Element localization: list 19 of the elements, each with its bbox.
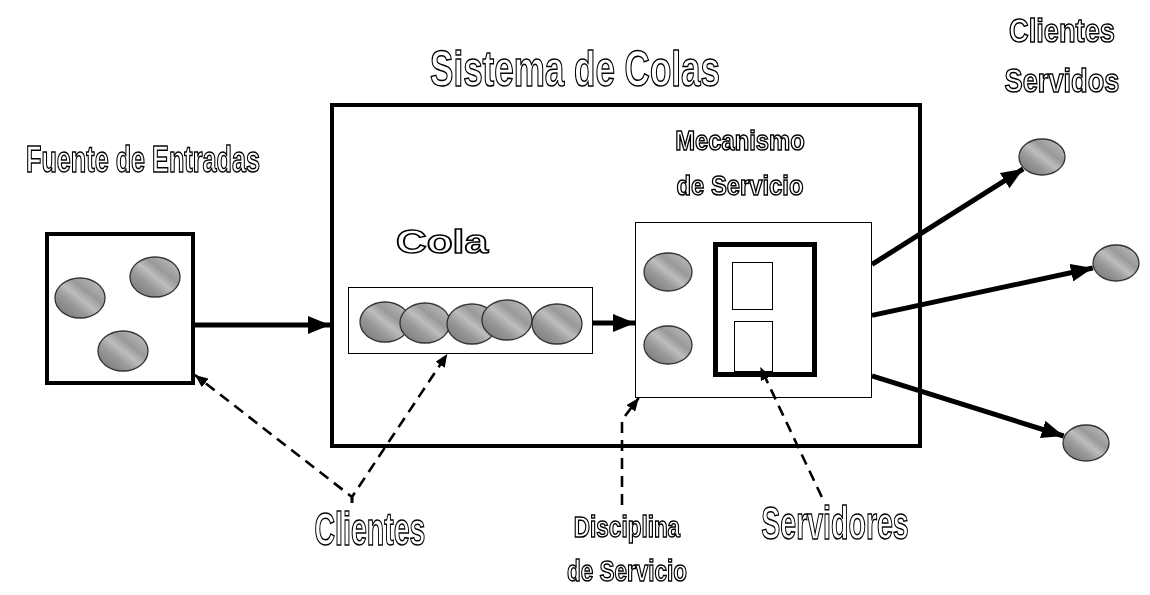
server-group-box (713, 242, 817, 377)
leader-label: Servidores (760, 497, 910, 549)
leader-label: Disciplina de Servicio (565, 509, 688, 589)
leader-label: Clientes (313, 503, 427, 555)
leader-line (620, 397, 640, 505)
server-box (734, 321, 773, 372)
arrow (195, 316, 330, 334)
leader-line (759, 366, 823, 498)
output-heading: Clientes Servidos (1003, 10, 1121, 101)
arrow (871, 263, 1094, 318)
box-heading: Cola (394, 222, 491, 260)
box-heading: Mecanismo de Servicio (674, 124, 806, 203)
server-box (732, 262, 773, 310)
arrow (593, 314, 635, 332)
system-title: Sistema de Colas (429, 40, 721, 98)
leader-line (350, 353, 449, 503)
arrow (870, 166, 1025, 267)
box-heading: Fuente de Entradas (25, 138, 261, 182)
arrow (871, 373, 1065, 439)
